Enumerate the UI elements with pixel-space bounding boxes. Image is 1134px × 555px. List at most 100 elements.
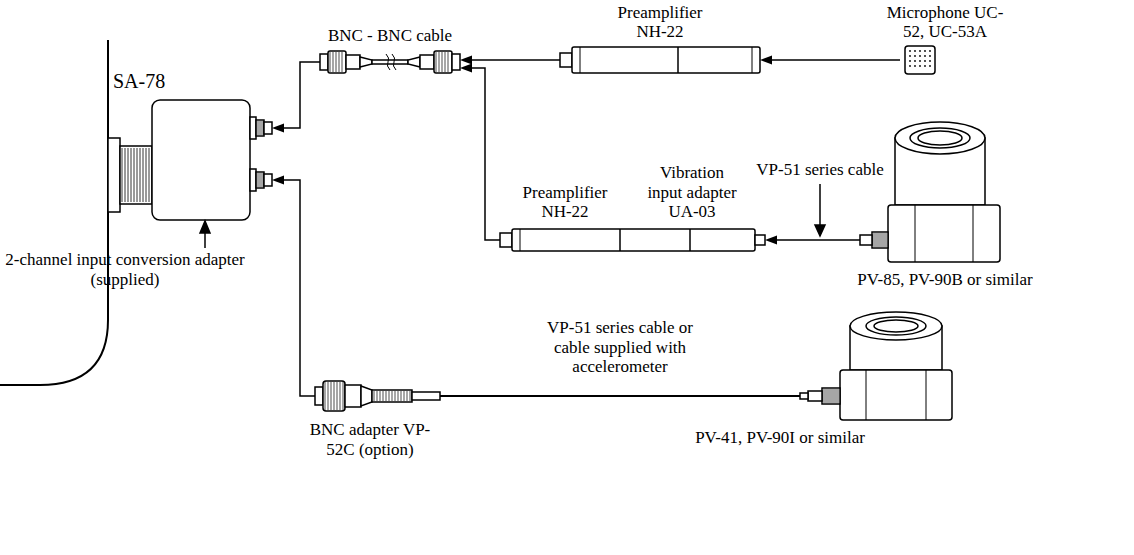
accelerometer <box>926 370 927 420</box>
leader-arrow <box>815 225 825 236</box>
part-label: Vibration input adapter UA-03 <box>642 163 742 222</box>
microphone <box>914 60 916 62</box>
input-adapter <box>152 100 250 220</box>
bnc-adapter <box>374 391 375 401</box>
microphone <box>905 46 935 74</box>
connector-line <box>472 59 560 61</box>
leader-arrow <box>200 221 210 248</box>
microphone <box>909 50 931 67</box>
bnc-adapter <box>398 391 399 401</box>
microphone <box>924 50 926 52</box>
accelerometer <box>832 389 833 403</box>
accelerometer-node: PV-85, PV-90B or similar <box>860 120 1005 262</box>
input-adapter <box>122 148 123 202</box>
preamplifier <box>560 47 760 73</box>
bnc-adapter <box>334 382 335 410</box>
input-adapter <box>256 172 264 188</box>
arrowhead <box>460 64 472 73</box>
accelerometer <box>880 233 881 247</box>
accelerometer <box>878 233 879 247</box>
accelerometer <box>876 233 877 247</box>
microphone <box>924 55 926 57</box>
preamplifier-with-adapter <box>689 229 691 251</box>
arrowhead <box>460 56 472 65</box>
bnc-cable <box>339 52 340 72</box>
preamplifier-with-adapter <box>500 233 512 247</box>
instrument-outline <box>0 40 108 385</box>
accelerometer <box>895 122 985 154</box>
preamplifier-node: Preamplifier NH-22Vibration input adapte… <box>500 228 765 252</box>
preamplifier-with-adapter <box>512 229 755 251</box>
preamplifier-with-adapter <box>619 229 621 251</box>
accelerometer <box>826 389 827 403</box>
preamplifier <box>560 53 572 67</box>
part-label: PV-85, PV-90B or similar <box>857 270 1032 290</box>
bnc-cable <box>452 54 460 70</box>
bnc-adapter <box>315 381 440 411</box>
input-adapter <box>140 148 141 202</box>
bnc-cable <box>320 51 460 73</box>
input-adapter <box>256 120 264 136</box>
connector <box>272 62 320 133</box>
connector-line <box>440 395 800 397</box>
bnc-adapter <box>404 391 405 401</box>
input-adapter <box>122 148 149 202</box>
accelerometer <box>836 389 837 403</box>
bnc-cable <box>420 55 434 69</box>
bnc-adapter <box>374 391 410 401</box>
bnc-adapter <box>337 382 338 410</box>
bnc-cable <box>436 52 448 72</box>
bnc-cable <box>408 57 420 67</box>
bnc-cable <box>330 52 342 72</box>
accelerometer <box>874 320 918 332</box>
input-adapter <box>250 117 256 139</box>
bnc-adapter <box>325 382 326 410</box>
accelerometer <box>874 233 875 247</box>
microphone <box>929 65 931 67</box>
bnc-adapter <box>315 387 323 405</box>
part-label: Preamplifier NH-22 <box>603 3 718 42</box>
accelerometer <box>800 312 952 420</box>
microphone <box>919 55 921 57</box>
instrument-panel: SA-78 <box>0 40 108 385</box>
input-adapter <box>257 173 263 187</box>
input-adapter <box>250 169 256 191</box>
accelerometer <box>830 389 831 403</box>
accelerometer <box>888 205 1000 262</box>
bnc-cable <box>346 55 360 69</box>
bnc-cable <box>439 52 440 72</box>
bnc-cable <box>342 52 343 72</box>
accelerometer <box>824 389 838 403</box>
input-adapter <box>257 121 258 135</box>
bnc-cable <box>386 54 390 70</box>
preamplifier <box>580 47 581 73</box>
bnc-adapter <box>407 391 408 401</box>
preamplifier-with-adapter <box>520 229 521 251</box>
microphone <box>909 50 911 52</box>
input-adapter <box>261 121 262 135</box>
input-adapter <box>125 148 126 202</box>
preamplifier-with-adapter <box>500 229 765 251</box>
accelerometer <box>822 388 840 404</box>
microphone <box>919 65 921 67</box>
accelerometer <box>850 312 942 340</box>
bnc-adapter <box>343 382 344 410</box>
accelerometer <box>882 233 883 247</box>
input-adapter <box>134 148 135 202</box>
connector-line <box>777 239 860 241</box>
input-adapter <box>257 173 258 187</box>
connector <box>272 176 315 397</box>
leader-arrow <box>819 184 821 226</box>
accelerometer <box>872 232 888 248</box>
accelerometer <box>915 205 916 262</box>
microphone <box>914 50 916 52</box>
part-label: PV-41, PV-90I or similar <box>695 428 865 448</box>
input-adapter <box>257 121 263 135</box>
connector <box>765 236 860 245</box>
bnc-cable <box>445 52 446 72</box>
part-label: BNC adapter VP-52C (option) <box>303 420 438 459</box>
bnc-adapter <box>392 391 393 401</box>
microphone <box>914 55 916 57</box>
bnc-cable <box>434 51 452 73</box>
adapter-box: 2-channel input conversion adapter (supp… <box>118 100 272 220</box>
